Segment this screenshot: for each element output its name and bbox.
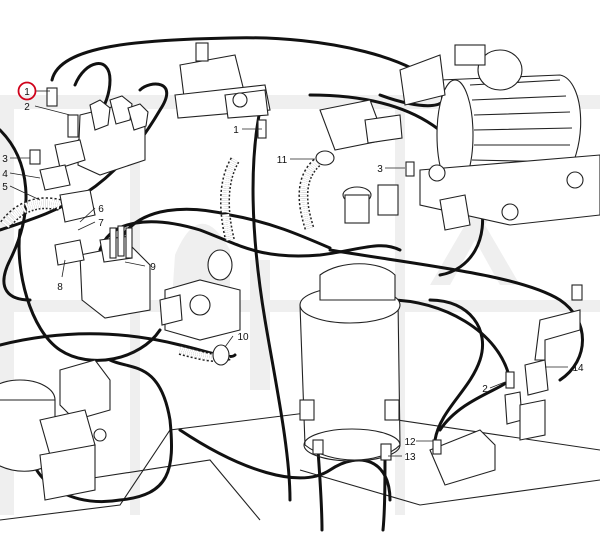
corrugated-hose-left xyxy=(0,189,96,229)
callout-1-top-left[interactable]: 1 xyxy=(24,87,30,98)
hose-left-outer xyxy=(0,128,32,302)
callout-10[interactable]: 10 xyxy=(237,332,249,343)
leader-lines xyxy=(9,90,568,457)
hose-top-loop xyxy=(50,36,445,108)
solenoid-block-left xyxy=(39,95,149,191)
callout-2-right[interactable]: 2 xyxy=(482,384,488,395)
lower-right-fittings xyxy=(429,284,583,486)
callout-5[interactable]: 5 xyxy=(2,182,8,193)
highlight-circle xyxy=(17,81,37,101)
callout-11[interactable]: 11 xyxy=(277,155,288,166)
hose-long-mid xyxy=(17,228,162,362)
callout-3-right[interactable]: 3 xyxy=(377,164,383,175)
callouts: 1 2 3 4 5 6 7 8 9 10 1 11 3 2 12 13 14 xyxy=(2,87,584,463)
callout-4[interactable]: 4 xyxy=(2,169,8,180)
hose-center-loop xyxy=(98,220,402,258)
callout-6[interactable]: 6 xyxy=(98,204,104,215)
callout-2-top-left[interactable]: 2 xyxy=(24,102,30,113)
boiler xyxy=(299,184,471,462)
braided-hose-11 xyxy=(220,150,335,242)
hose-bottom-sweep xyxy=(178,428,392,502)
corrugated-hose-10 xyxy=(178,344,232,366)
hose-bottom-13 xyxy=(381,448,387,532)
callout-9[interactable]: 9 xyxy=(150,262,156,273)
callout-13[interactable]: 13 xyxy=(404,452,416,463)
callout-3-left[interactable]: 3 xyxy=(2,154,8,165)
hose-boiler-right xyxy=(388,298,512,382)
hose-front-right xyxy=(428,298,485,442)
callout-14[interactable]: 14 xyxy=(572,363,584,374)
callout-12[interactable]: 12 xyxy=(404,437,416,448)
lower-left-assembly xyxy=(0,359,111,501)
callout-7[interactable]: 7 xyxy=(98,218,104,229)
hose-bottom-left-13 xyxy=(316,448,324,532)
callout-8[interactable]: 8 xyxy=(57,282,63,293)
flowmeter-valve xyxy=(159,249,241,341)
hose-boiler-left xyxy=(251,108,292,502)
pressure-switch xyxy=(174,42,271,119)
callout-1-center[interactable]: 1 xyxy=(233,125,239,136)
hose-right-long xyxy=(328,248,584,382)
